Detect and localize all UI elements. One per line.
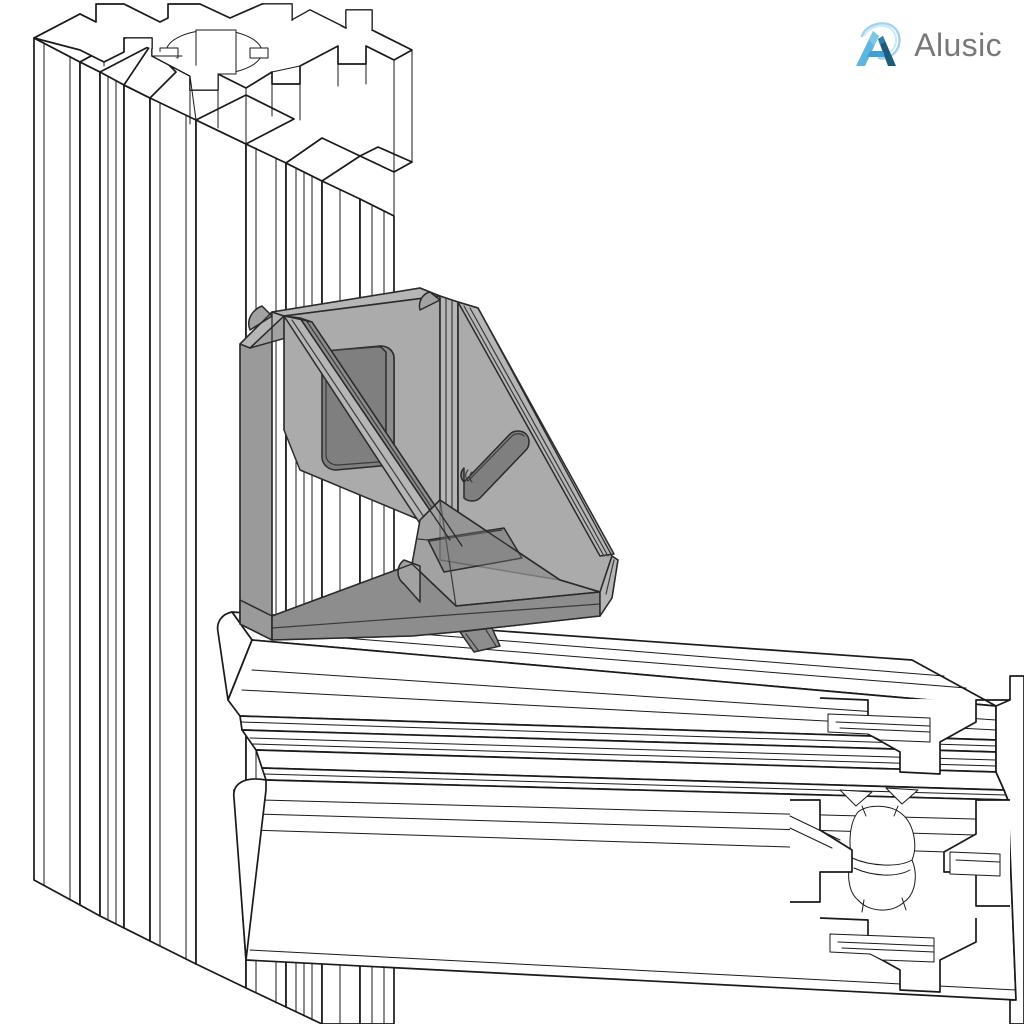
brand-wordmark: Alusic [914,27,1002,63]
alusic-a-arc-logo [856,22,901,66]
bracket-back-right-column [439,295,459,513]
extrusion-end-cross-section [789,675,1024,1024]
bracket-left-outer-face [239,311,273,641]
corner-bracket [239,287,619,653]
bracket-diagonal-slot [460,430,530,502]
brand-logo: Alusic [852,18,1002,72]
horizontal-extrusion [216,611,1024,1024]
